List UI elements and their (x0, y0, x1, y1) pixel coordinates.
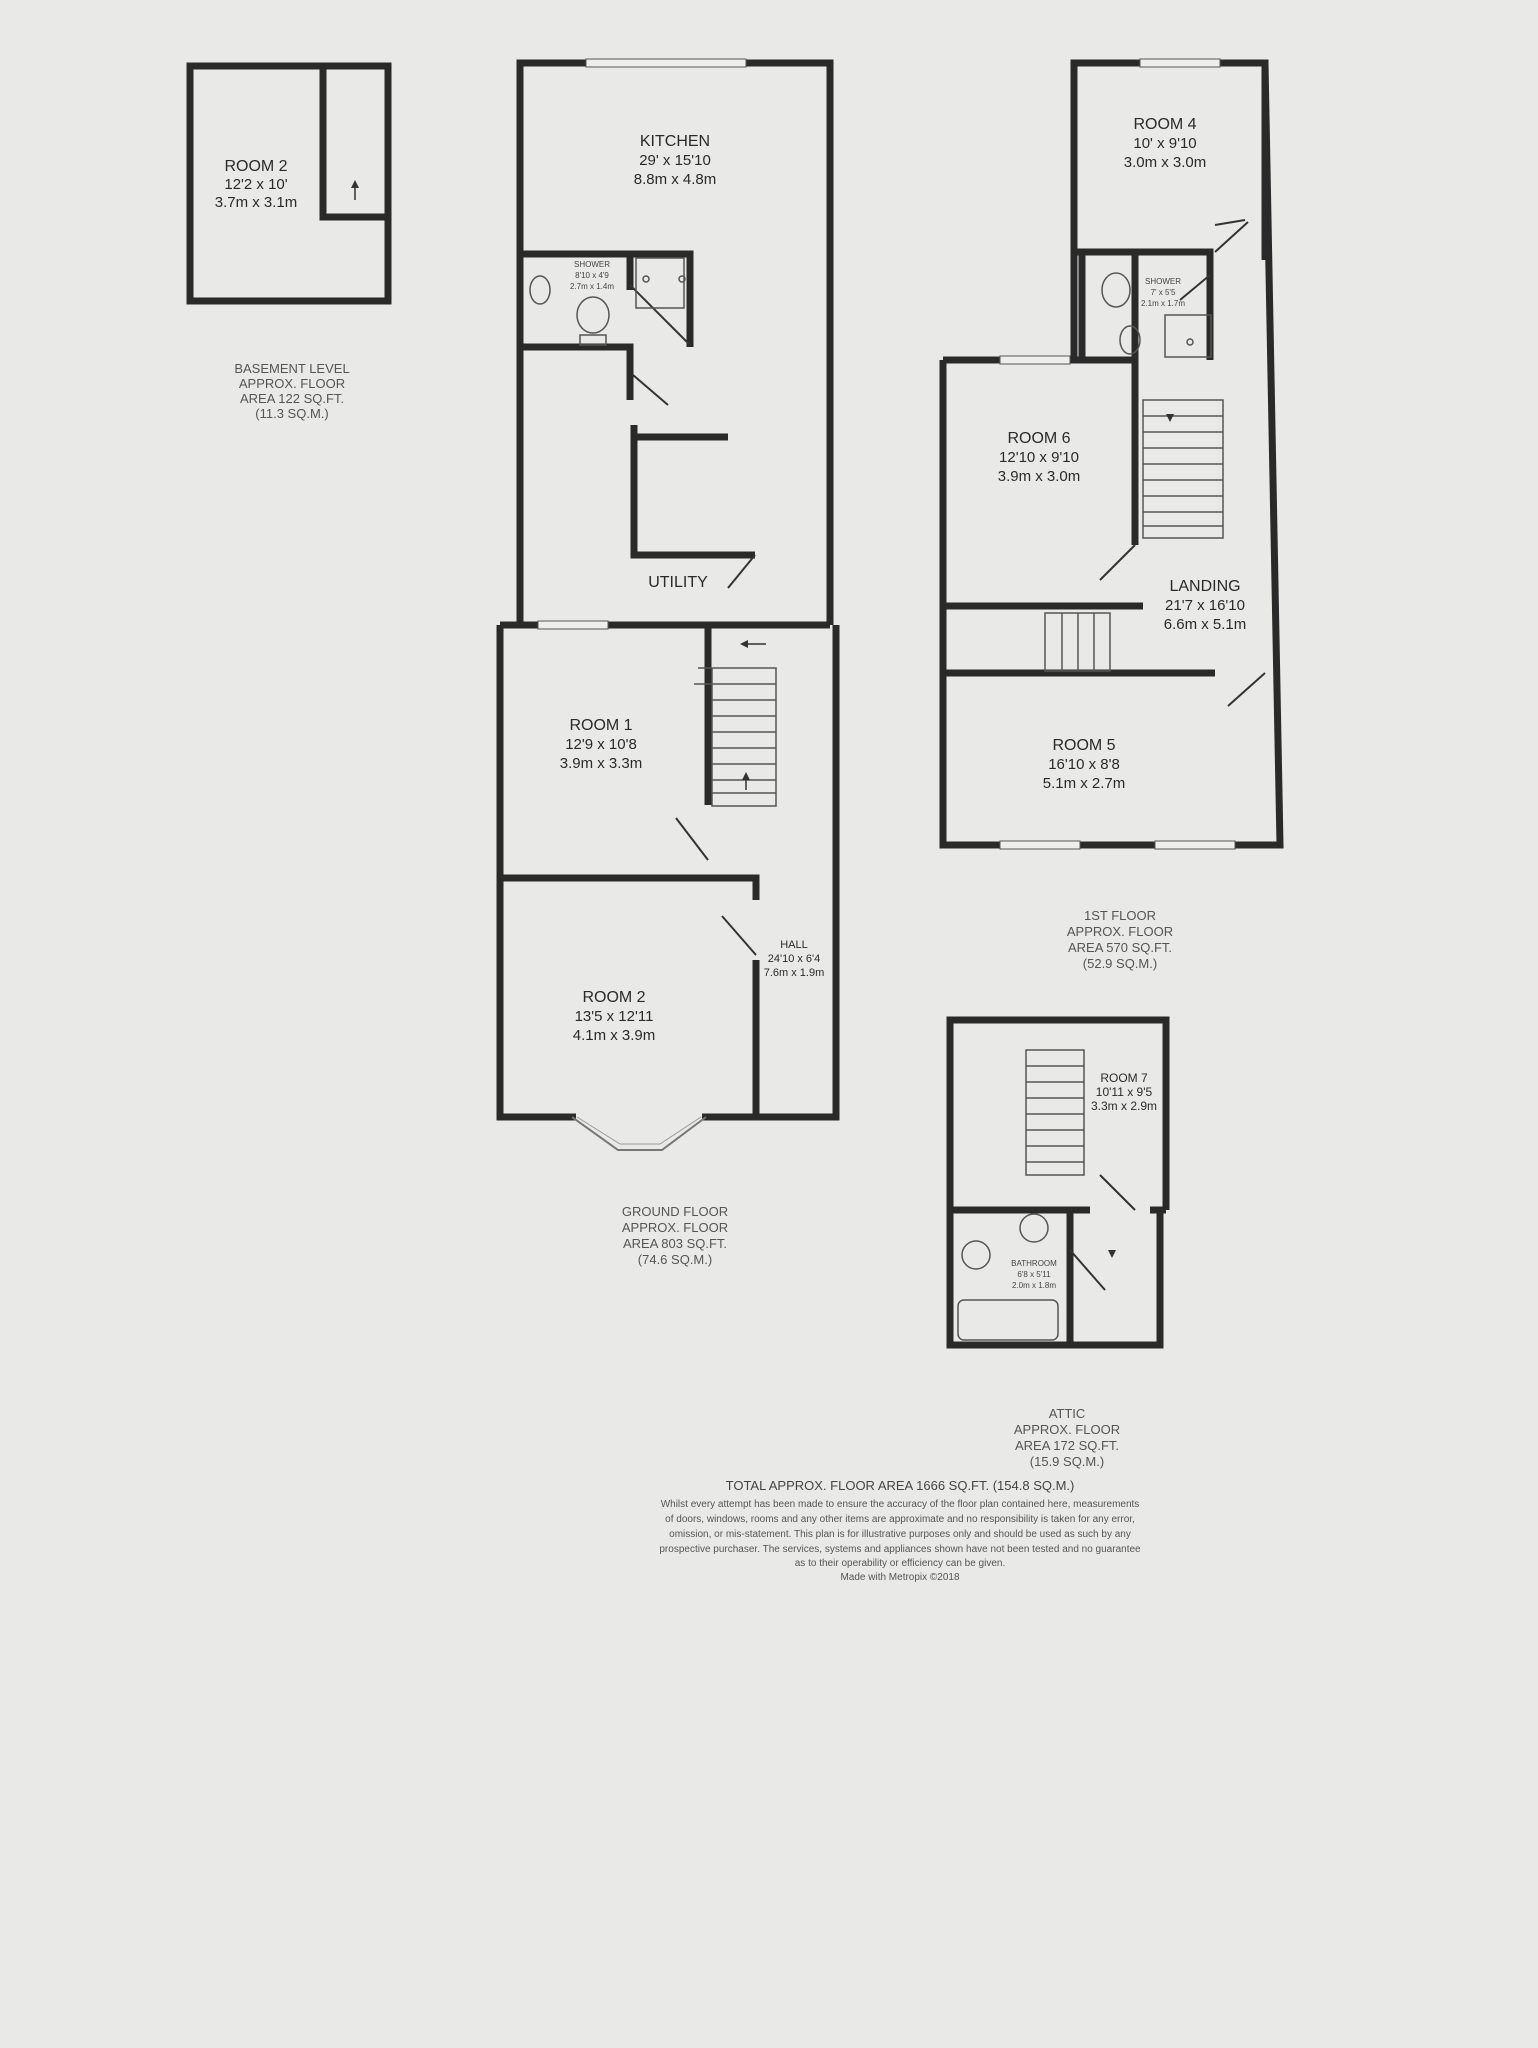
ground-doors (629, 284, 757, 956)
ground-shower-name: SHOWER (574, 260, 610, 269)
room5-dim-metric: 5.1m x 2.7m (1043, 775, 1126, 792)
first-area-line2: APPROX. FLOOR (1067, 924, 1173, 939)
disclaimer-line5: as to their operability or efficiency ca… (795, 1558, 1006, 1569)
hall-dim-metric: 7.6m x 1.9m (764, 967, 825, 979)
attic-area-line3: AREA 172 SQ.FT. (1015, 1438, 1119, 1453)
hall-dim-imperial: 24'10 x 6'4 (768, 953, 821, 965)
basement-area-line1: BASEMENT LEVEL (234, 361, 349, 376)
first-floor-plan (939, 59, 1284, 849)
room7-name: ROOM 7 (1100, 1071, 1148, 1085)
landing-dim-metric: 6.6m x 5.1m (1164, 616, 1247, 633)
room6-dim-metric: 3.9m x 3.0m (998, 468, 1081, 485)
disclaimer-line2: of doors, windows, rooms and any other i… (665, 1514, 1135, 1525)
basement-room2-dim-metric: 3.7m x 3.1m (215, 194, 298, 211)
basement-area-line2: APPROX. FLOOR (239, 376, 345, 391)
bathroom-fixtures (957, 1213, 1059, 1341)
bathroom-name: BATHROOM (1011, 1259, 1057, 1268)
attic-area-line4: (15.9 SQ.M.) (1030, 1454, 1104, 1469)
basement-room2-name: ROOM 2 (224, 158, 287, 175)
room4-dim-imperial: 10' x 9'10 (1133, 135, 1196, 152)
ground-area-line4: (74.6 SQ.M.) (638, 1252, 712, 1267)
basement-level-plan (186, 62, 392, 305)
total-floor-area: TOTAL APPROX. FLOOR AREA 1666 SQ.FT. (15… (726, 1478, 1075, 1493)
landing-dim-imperial: 21'7 x 16'10 (1165, 597, 1245, 614)
room6-dim-imperial: 12'10 x 9'10 (999, 449, 1079, 466)
kitchen-dim-imperial: 29' x 15'10 (639, 152, 711, 169)
basement-area-line3: AREA 122 SQ.FT. (240, 391, 344, 406)
ground-area-line1: GROUND FLOOR (622, 1204, 728, 1219)
disclaimer-line6: Made with Metropix ©2018 (840, 1572, 960, 1583)
basement-stair-arrow (351, 180, 359, 200)
kitchen-window (585, 58, 747, 68)
ground-area-line2: APPROX. FLOOR (622, 1220, 728, 1235)
room7-dim-imperial: 10'11 x 9'5 (1096, 1085, 1153, 1099)
first-area-line3: AREA 570 SQ.FT. (1068, 940, 1172, 955)
room4-dim-metric: 3.0m x 3.0m (1124, 154, 1207, 171)
room4-name: ROOM 4 (1133, 116, 1196, 133)
attic-doors (1069, 1174, 1136, 1291)
disclaimer-line1: Whilst every attempt has been made to en… (661, 1499, 1140, 1510)
basement-area-line4: (11.3 SQ.M.) (255, 406, 328, 421)
bathroom-dim-metric: 2.0m x 1.8m (1012, 1281, 1056, 1290)
hall-arrow (740, 640, 748, 648)
ground-shower-dim-imperial: 8'10 x 4'9 (575, 271, 609, 280)
attic-area-line2: APPROX. FLOOR (1014, 1422, 1120, 1437)
stair-up-arrow (742, 772, 750, 780)
disclaimer-line3: omission, or mis-statement. This plan is… (669, 1529, 1131, 1540)
first-floor-doors (1099, 219, 1266, 707)
attic-stairs (1025, 1049, 1085, 1176)
room1-dim-imperial: 12'9 x 10'8 (565, 736, 637, 753)
room6-window (999, 355, 1071, 365)
room1-window (537, 620, 609, 630)
room5-window-right (1154, 840, 1236, 850)
basement-room2-dim-imperial: 12'2 x 10' (224, 176, 287, 193)
ground-shower-dim-metric: 2.7m x 1.4m (570, 282, 614, 291)
room5-dim-imperial: 16'10 x 8'8 (1048, 756, 1120, 773)
first-area-line1: 1ST FLOOR (1084, 908, 1156, 923)
ground-room2-name: ROOM 2 (582, 989, 645, 1006)
ground-bay-window (571, 1116, 707, 1151)
ground-area-line3: AREA 803 SQ.FT. (623, 1236, 727, 1251)
ground-floor-plan (496, 59, 840, 1121)
landing-name: LANDING (1169, 578, 1240, 595)
ground-shower-fixtures (529, 257, 686, 346)
ground-room2-dim-imperial: 13'5 x 12'11 (575, 1008, 654, 1025)
room5-name: ROOM 5 (1052, 737, 1115, 754)
room4-window (1139, 58, 1221, 68)
first-floor-stairs (1044, 399, 1224, 672)
room1-name: ROOM 1 (569, 717, 632, 734)
utility-name: UTILITY (648, 574, 708, 591)
attic-area-line1: ATTIC (1049, 1406, 1086, 1421)
hall-name: HALL (780, 939, 808, 951)
kitchen-name: KITCHEN (640, 133, 710, 150)
disclaimer-line4: prospective purchaser. The services, sys… (659, 1544, 1141, 1555)
ground-room2-dim-metric: 4.1m x 3.9m (573, 1027, 656, 1044)
first-shower-dim-metric: 2.1m x 1.7m (1141, 299, 1185, 308)
kitchen-dim-metric: 8.8m x 4.8m (634, 171, 717, 188)
first-shower-fixtures (1101, 272, 1212, 358)
room5-window-left (999, 840, 1081, 850)
bathroom-dim-imperial: 6'8 x 5'11 (1017, 1270, 1051, 1279)
first-shower-name: SHOWER (1145, 277, 1181, 286)
attic-plan (946, 1016, 1170, 1349)
first-area-line4: (52.9 SQ.M.) (1083, 956, 1157, 971)
first-shower-dim-imperial: 7' x 5'5 (1151, 288, 1176, 297)
room7-dim-metric: 3.3m x 2.9m (1091, 1099, 1157, 1113)
room6-name: ROOM 6 (1007, 430, 1070, 447)
room1-dim-metric: 3.9m x 3.3m (560, 755, 643, 772)
